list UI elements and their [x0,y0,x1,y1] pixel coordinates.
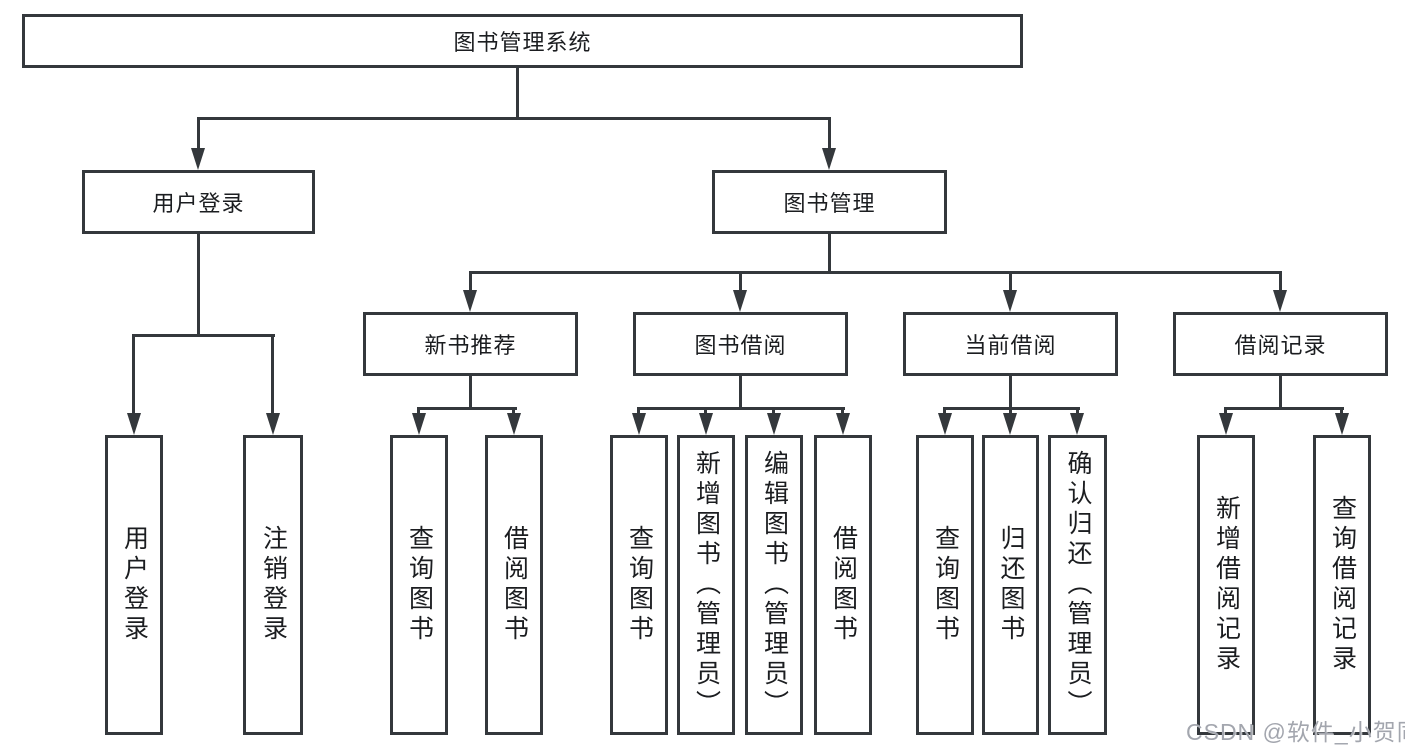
connector-line [943,407,946,415]
connector-line [1009,376,1012,408]
connector-line [516,68,519,117]
connector-line [132,334,275,337]
node-label: 借阅图书 [829,525,858,645]
node-library-management-system: 图书管理系统 [22,14,1023,68]
node-label: 图书管理系统 [453,30,592,55]
node-label: 图书借阅 [694,333,787,358]
connector-line [739,376,742,408]
node-query-borrow-record: 查询借阅记录 [1313,435,1371,735]
node-label: 查询图书 [405,525,434,645]
node-label: 用户登录 [152,191,245,216]
arrowhead-icon [191,148,205,170]
node-edit-book-admin: 编辑图书（管理员） [745,435,803,735]
connector-line [197,117,831,120]
node-label: 查询图书 [625,525,654,645]
connector-line [1076,407,1079,415]
node-add-book-admin: 新增图书（管理员） [677,435,735,735]
node-label: 图书管理 [783,191,876,216]
arrowhead-icon [699,413,713,435]
connector-line [271,334,274,415]
arrowhead-icon [733,290,747,312]
arrowhead-icon [1003,290,1017,312]
node-return-book: 归还图书 [982,435,1039,735]
node-label: 归还图书 [997,525,1025,645]
node-query-book-3: 查询图书 [916,435,974,735]
arrowhead-icon [1003,413,1017,435]
connector-line [828,234,831,272]
node-label: 新书推荐 [424,333,517,358]
node-new-book-recommend: 新书推荐 [363,312,578,376]
connector-line [1279,376,1282,408]
node-label: 注销登录 [259,525,288,645]
arrowhead-icon [836,413,850,435]
node-label: 借阅记录 [1234,333,1327,358]
connector-line [469,271,1282,274]
connector-line [512,407,515,415]
node-borrowing-records: 借阅记录 [1173,312,1388,376]
arrowhead-icon [1335,413,1349,435]
node-user-login-action: 用户登录 [105,435,163,735]
connector-line [469,376,472,408]
arrowhead-icon [822,148,836,170]
connector-line [469,271,472,292]
connector-line [841,407,844,415]
connector-line [1009,407,1012,415]
arrowhead-icon [507,413,521,435]
connector-line [1279,271,1282,292]
node-add-borrow-record: 新增借阅记录 [1197,435,1255,735]
arrowhead-icon [767,413,781,435]
arrowhead-icon [632,413,646,435]
arrowhead-icon [266,413,280,435]
node-label: 新增图书（管理员） [692,450,721,720]
connector-line [417,407,420,415]
node-book-management: 图书管理 [712,170,947,234]
connector-line [132,334,135,415]
node-query-book-2: 查询图书 [610,435,668,735]
node-label: 确认归还（管理员） [1064,450,1092,720]
connector-line [637,407,640,415]
node-query-book-1: 查询图书 [390,435,448,735]
node-label: 当前借阅 [964,333,1057,358]
connector-line [772,407,775,415]
node-label: 查询借阅记录 [1328,495,1357,675]
node-label: 编辑图书（管理员） [760,450,789,720]
node-book-borrowing: 图书借阅 [633,312,848,376]
connector-line [637,407,845,410]
connector-line [1340,407,1343,415]
connector-line [704,407,707,415]
connector-line [828,117,831,150]
arrowhead-icon [1070,413,1084,435]
arrowhead-icon [127,413,141,435]
arrowhead-icon [1219,413,1233,435]
node-confirm-return-admin: 确认归还（管理员） [1048,435,1107,735]
csdn-watermark: CSDN @软件_小贺同学 [1186,719,1405,745]
connector-line [1224,407,1227,415]
node-borrow-book-2: 借阅图书 [814,435,872,735]
node-label: 借阅图书 [500,525,529,645]
node-logout: 注销登录 [243,435,303,735]
connector-line [1009,271,1012,292]
connector-line [197,117,200,150]
node-current-borrowing: 当前借阅 [903,312,1118,376]
node-user-login: 用户登录 [82,170,315,234]
connector-line [197,234,200,335]
arrowhead-icon [412,413,426,435]
node-borrow-book-1: 借阅图书 [485,435,543,735]
connector-line [1224,407,1344,410]
node-label: 新增借阅记录 [1212,495,1241,675]
connector-line [739,271,742,292]
arrowhead-icon [1273,290,1287,312]
node-label: 查询图书 [931,525,960,645]
node-label: 用户登录 [120,525,149,645]
connector-line [417,407,517,410]
arrowhead-icon [463,290,477,312]
arrowhead-icon [938,413,952,435]
